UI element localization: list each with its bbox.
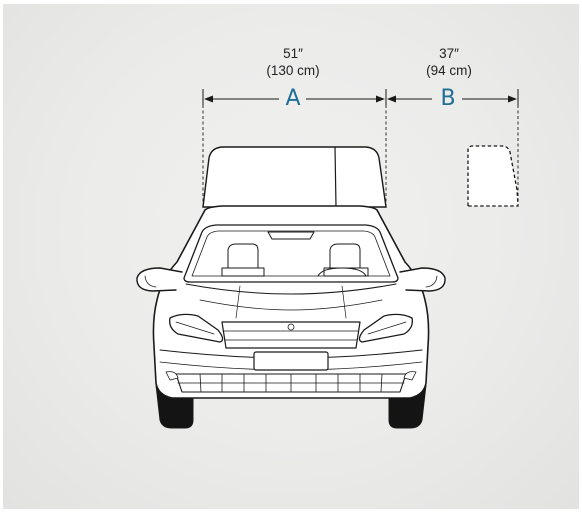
seat-left: [221, 243, 265, 277]
side-window-b-shape: [467, 145, 519, 207]
dimension-b-inches: 37″: [439, 46, 459, 61]
license-plate: [253, 351, 329, 371]
side-mirror-left: [136, 267, 183, 292]
arrowhead-right-icon: [508, 95, 517, 103]
dimension-a-line: [202, 89, 387, 105]
dimension-b-letter: B: [440, 86, 456, 111]
dimension-b-line: [387, 89, 519, 105]
arrowhead-left-icon: [387, 95, 396, 103]
dimension-b-cm: (94 cm): [426, 63, 472, 78]
extension-lines: [202, 105, 519, 208]
dimension-a-letter: A: [285, 86, 301, 111]
arrowhead-left-icon: [204, 95, 213, 103]
car-front-view: [136, 205, 446, 429]
front-grille: [221, 321, 361, 349]
dimension-a-inches: 51″: [283, 46, 303, 61]
arrowhead-right-icon: [376, 95, 385, 103]
side-mirror-right: [399, 267, 446, 292]
windshield-a-shape: [202, 146, 387, 208]
dimension-a-cm: (130 cm): [266, 63, 320, 78]
